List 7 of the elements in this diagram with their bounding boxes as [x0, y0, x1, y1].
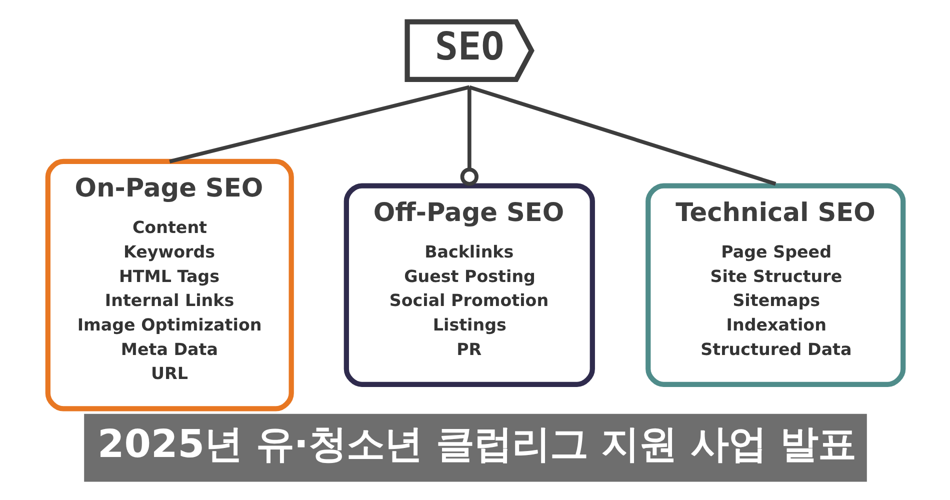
node-box: Technical SEO Page Speed Site Structure Sitemaps Indexation Structured Data [645, 182, 906, 386]
connector [460, 86, 478, 186]
diagram-title: 2025년 유·청소년 클럽리그 지원 사업 발표 [97, 421, 856, 466]
connector [168, 84, 470, 163]
node-box: On-Page SEO Content Keywords HTML Tags Internal Links Image Optimization Meta Data URL [44, 158, 294, 411]
connector [468, 84, 776, 186]
node-box: Off-Page SEO Backlinks Guest Posting Social Promotion Listings PR [343, 182, 594, 386]
